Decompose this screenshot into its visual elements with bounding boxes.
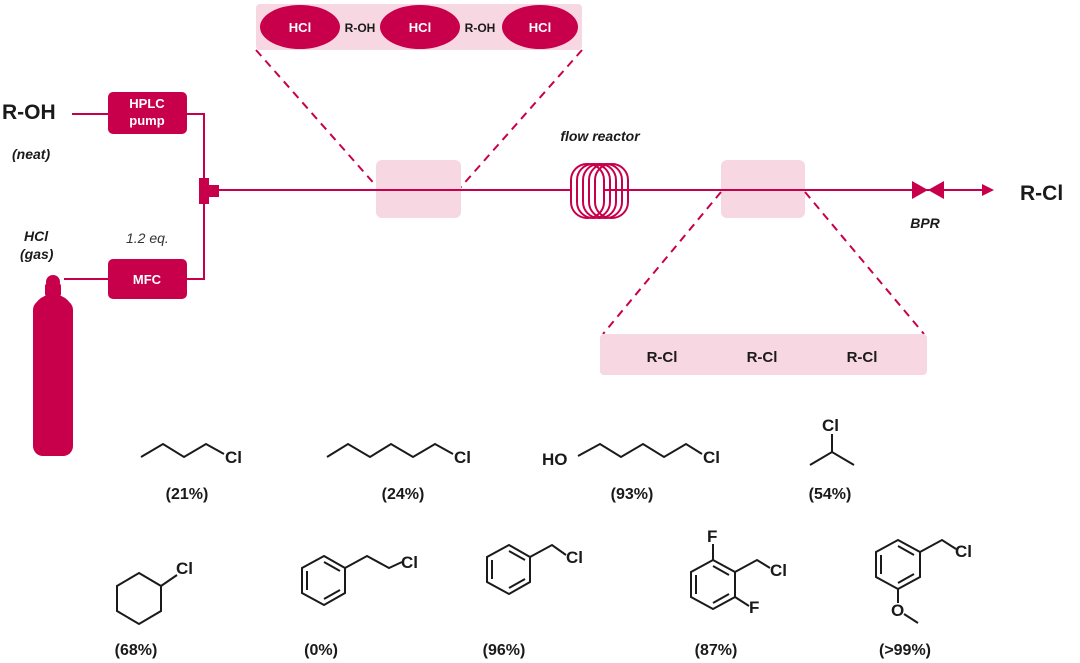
difluorobenzyl-ring-double-2: [712, 593, 730, 604]
yield-chlorobutane: (21%): [166, 486, 209, 503]
roh-segment-label-1: R-OH: [345, 21, 376, 35]
benzyl-chain: [529, 543, 567, 558]
hcl-slug-1: [260, 5, 340, 49]
segmented-flow-inset: HCl HCl HCl R-OH R-OH: [256, 4, 582, 50]
methoxybenzyl-ring-double-1: [897, 545, 915, 556]
methoxybenzyl-ring-double-2: [897, 573, 915, 584]
zoom-line-bottom-right: [804, 191, 925, 335]
product-zone-box: [600, 334, 927, 375]
pump-outlet-line: [187, 113, 205, 182]
cyclohexane-cl-label: Cl: [176, 559, 193, 578]
hplc-pump-label-1: HPLC: [129, 96, 165, 111]
yield-chloropropane: (54%): [809, 486, 852, 503]
zoom-line-bottom-left: [602, 191, 722, 335]
phenethyl-ring-double-2: [323, 589, 341, 600]
methoxybenzyl-o-label: O: [891, 601, 904, 620]
roh-segment-label-2: R-OH: [465, 21, 496, 35]
bpr-label: BPR: [910, 215, 940, 231]
chloropentanol-ho-label: HO: [542, 450, 568, 469]
yield-methoxybenzyl-chloride: (>99%): [879, 642, 931, 659]
mfc-outlet-line: [187, 200, 205, 280]
phenethyl-ring: [301, 554, 346, 607]
hcl-slug-label-2: HCl: [409, 20, 431, 35]
mfc-label: MFC: [133, 272, 162, 287]
hcl-slug-2: [380, 5, 460, 49]
chlorohexane-chain: [326, 442, 454, 459]
chloropentanol-cl-label: Cl: [703, 448, 720, 467]
mass-flow-controller: [108, 259, 187, 299]
difluorobenzyl-f-bottom-label: F: [749, 598, 759, 617]
difluorobenzyl-f-bond-bottom: [734, 596, 750, 607]
difluorobenzyl-ring-double-1: [712, 565, 730, 576]
substrate-row-2-yields: (68%) (0%) (96%) (87%) (>99%): [115, 642, 931, 659]
chloropropane-cl-label: Cl: [822, 416, 839, 435]
product-zone-item-2: R-Cl: [747, 349, 778, 366]
substrate-row-1: [140, 434, 855, 466]
chloropropane-chain: [809, 450, 855, 466]
methoxybenzyl-ring: [875, 538, 921, 591]
hcl-label-line1: HCl: [24, 228, 49, 244]
methoxybenzyl-cl-label: Cl: [955, 542, 972, 561]
yield-benzyl-chloride: (96%): [483, 642, 526, 659]
hcl-label-line2: (gas): [20, 246, 54, 262]
yield-chloropentanol: (93%): [611, 486, 654, 503]
product-zone-item-3: R-Cl: [847, 349, 878, 366]
cyclohexane-ring: [116, 571, 162, 626]
flow-scheme: HCl HCl HCl R-OH R-OH R-OH (neat) HCl (g…: [2, 4, 1063, 456]
chlorohexane-cl-label: Cl: [454, 448, 471, 467]
alcohol-label: R-OH: [2, 101, 56, 124]
yield-difluorobenzyl-chloride: (87%): [695, 642, 738, 659]
hcl-slug-label-3: HCl: [529, 20, 551, 35]
difluorobenzyl-cl-label: Cl: [770, 561, 787, 580]
benzyl-cl-label: Cl: [566, 548, 583, 567]
flow-reactor-coil: [570, 163, 629, 219]
methoxybenzyl-methyl-bond: [903, 613, 919, 624]
product-label: R-Cl: [1020, 182, 1063, 205]
substrate-row-2: [116, 538, 957, 626]
hcl-slug-3: [502, 5, 578, 49]
hcl-slug-label-1: HCl: [289, 20, 311, 35]
equivalents-label: 1.2 eq.: [126, 230, 169, 246]
bpr-valve: [912, 181, 944, 199]
chlorobutane-cl-label: Cl: [225, 448, 242, 467]
substrate-row-2-labels: Cl Cl Cl F Cl F Cl O: [176, 527, 972, 620]
yield-phenethyl-chloride: (0%): [304, 642, 338, 659]
alcohol-note: (neat): [12, 146, 50, 162]
chlorobutane-chain: [140, 442, 225, 459]
phenethyl-cl-label: Cl: [401, 553, 418, 572]
phenethyl-chain: [344, 554, 403, 570]
zoom-line-top-right: [459, 49, 583, 189]
methoxybenzyl-chain: [919, 538, 957, 553]
t-mixer: [199, 178, 219, 204]
difluorobenzyl-ring: [690, 558, 736, 611]
outlet-arrow-head: [982, 184, 994, 196]
benzyl-ring: [486, 543, 531, 596]
chloropentanol-chain: [577, 442, 703, 459]
difluorobenzyl-chain: [734, 558, 771, 573]
zoom-line-top-left: [255, 49, 379, 189]
yield-chlorohexane: (24%): [382, 486, 425, 503]
yield-chlorocyclohexane: (68%): [115, 642, 158, 659]
product-zone-item-1: R-Cl: [647, 349, 678, 366]
substrate-row-1-yields: (21%) (24%) (93%) (54%): [166, 486, 852, 503]
benzyl-ring-double-1: [508, 550, 526, 561]
flow-reactor-label: flow reactor: [560, 128, 641, 144]
hplc-pump: [108, 92, 187, 134]
cyclohexane-cl-bond: [160, 574, 178, 587]
phenethyl-ring-double-1: [323, 561, 341, 572]
difluorobenzyl-f-top-label: F: [707, 527, 717, 546]
gas-cylinder: [33, 275, 73, 456]
hplc-pump-label-2: pump: [129, 113, 164, 128]
substrate-row-1-labels: Cl Cl HO Cl Cl: [225, 416, 839, 469]
benzyl-ring-double-2: [508, 578, 526, 589]
